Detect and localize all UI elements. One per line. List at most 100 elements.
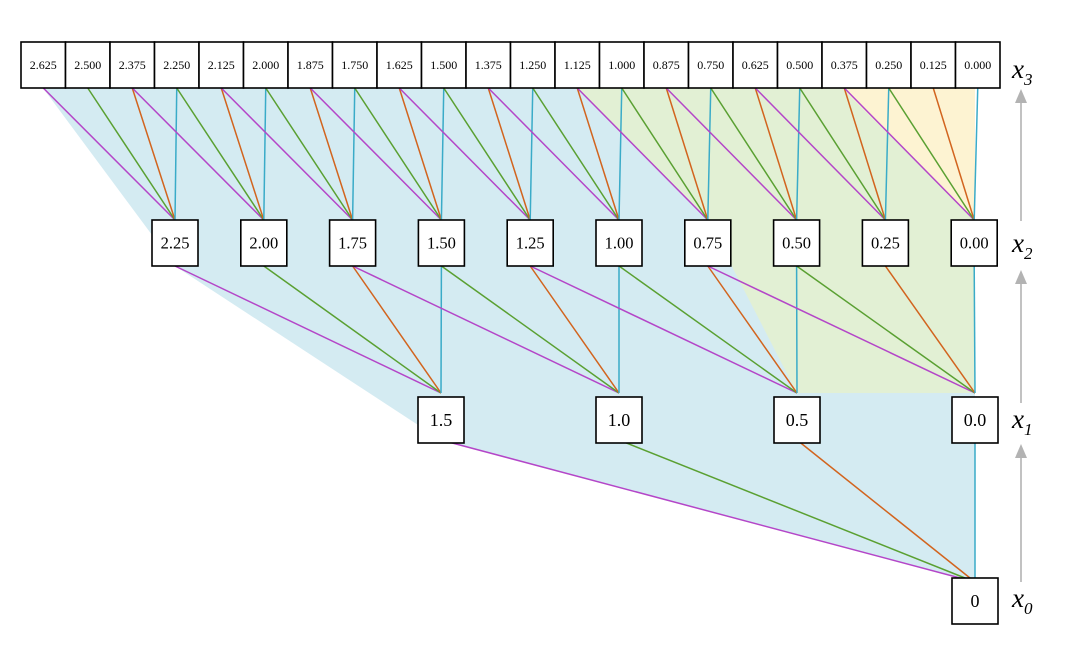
- edge-x3-to-x2: [973, 87, 979, 221]
- x3-value-box: 2.125: [198, 41, 245, 89]
- x3-value-box-value: 2.250: [163, 58, 190, 72]
- x3-value-box-frame: [732, 41, 779, 89]
- x3-value-box-frame: [776, 41, 823, 89]
- x3-value-box-value: 1.625: [386, 58, 413, 72]
- edge-x3-to-x2: [42, 87, 176, 221]
- x2-value-box-frame: [328, 219, 377, 267]
- edge-x3-to-x2: [351, 87, 356, 221]
- row-label-x0: x0: [1011, 583, 1033, 618]
- edge-x3-to-x2: [532, 87, 620, 221]
- edge-x3-to-x2: [487, 87, 620, 221]
- x3-value-box: 1.500: [420, 41, 467, 89]
- x1-value-box-value: 1.5: [430, 410, 453, 430]
- x2-value-box: 1.00: [595, 219, 643, 267]
- x3-value-box: 1.125: [554, 41, 601, 89]
- edge-x3-to-x2: [888, 87, 975, 221]
- edge-x3-to-x2: [220, 87, 265, 221]
- x2-value-box: 0.00: [950, 219, 999, 267]
- x2-value-box-value: 0.75: [693, 234, 722, 253]
- edge-x2-to-x1: [973, 265, 976, 394]
- shaded-regions: [43, 88, 975, 582]
- x2-value-box-frame: [151, 219, 199, 267]
- x3-value-box-value: 2.000: [252, 58, 279, 72]
- edge-x3-to-x2: [220, 87, 354, 221]
- edge-x3-to-x2: [754, 87, 798, 221]
- arrow-up-icon: [1015, 444, 1027, 458]
- x1-value-box-frame: [951, 396, 999, 444]
- edge-x3-to-x2: [795, 87, 801, 221]
- edge-x3-to-x2: [131, 87, 265, 221]
- x2-value-box-value: 0.50: [782, 234, 811, 253]
- edge-x3-to-x2: [618, 87, 623, 221]
- x2-value-box: 0.50: [772, 219, 821, 267]
- edge-x2-to-x1: [174, 265, 442, 394]
- edge-x2-to-x1: [707, 265, 798, 394]
- edge-x3-to-x2: [529, 87, 534, 221]
- x2-value-box-value: 1.75: [338, 234, 367, 253]
- x3-value-box: 0.625: [732, 41, 779, 89]
- x3-value-box-value: 1.250: [519, 58, 546, 72]
- x1-value-box: 0.0: [951, 396, 999, 444]
- edge-x3-to-x2: [799, 87, 887, 221]
- x2-value-box: 2.00: [240, 219, 288, 267]
- x3-value-box-value: 1.875: [297, 58, 324, 72]
- x2-value-box-value: 2.25: [161, 234, 190, 253]
- x3-value-box-frame: [153, 41, 200, 89]
- edge-x3-to-x2: [665, 87, 709, 221]
- x3-value-box-value: 2.625: [30, 58, 57, 72]
- x1-value-box: 1.5: [417, 396, 465, 444]
- edge-x2-to-x1: [440, 265, 620, 394]
- x3-value-box: 1.875: [287, 41, 334, 89]
- x3-value-box-value: 1.000: [608, 58, 635, 72]
- edge-x3-to-x2: [443, 87, 531, 221]
- x0-value-box-value: 0: [971, 591, 980, 611]
- x2-value-box-frame: [506, 219, 555, 267]
- row-label-x3: x3: [1011, 54, 1032, 89]
- x3-value-box-value: 0.500: [786, 58, 813, 72]
- row-label-x2: x2: [1011, 228, 1033, 263]
- edge-x2-to-x1: [884, 265, 976, 394]
- x3-value-box: 0.875: [643, 41, 690, 89]
- x3-value-box-frame: [509, 41, 556, 89]
- x3-value-box: 1.625: [376, 41, 423, 89]
- x2-value-box-frame: [683, 219, 732, 267]
- x3-value-box-frame: [465, 41, 512, 89]
- x3-value-box-value: 1.125: [564, 58, 591, 72]
- x3-value-box-value: 0.250: [875, 58, 902, 72]
- x2-value-box: 1.75: [328, 219, 377, 267]
- x3-value-box-value: 0.125: [920, 58, 947, 72]
- x1-value-box-value: 0.5: [786, 410, 809, 430]
- edge-x2-to-x1: [529, 265, 798, 394]
- x1-value-box-value: 1.0: [608, 410, 631, 430]
- x3-value-box-value: 2.125: [208, 58, 235, 72]
- x1-value-box-frame: [417, 396, 465, 444]
- x3-value-box-frame: [687, 41, 734, 89]
- edge-x3-to-x2: [576, 87, 709, 221]
- x3-value-box: 2.375: [109, 41, 156, 89]
- row-label-x1: x1: [1011, 404, 1032, 439]
- arrow-up-icon: [1015, 89, 1027, 103]
- x3-value-box-frame: [64, 41, 111, 89]
- row-labels: x3 x2 x1 x0: [1011, 54, 1033, 618]
- x2-value-box-frame: [240, 219, 288, 267]
- edge-x3-to-x2: [309, 87, 354, 221]
- edge-x2-to-x1: [707, 265, 976, 394]
- edge-lines: [42, 87, 979, 583]
- x3-value-box-value: 2.375: [119, 58, 146, 72]
- level-arrows: [1015, 89, 1027, 582]
- edge-x3-to-x2: [174, 87, 178, 221]
- x2-value-box-frame: [595, 219, 643, 267]
- x3-value-box-frame: [198, 41, 245, 89]
- x3-value-box: 2.250: [153, 41, 200, 89]
- x3-value-box: 2.500: [64, 41, 111, 89]
- x3-value-box: 2.625: [20, 41, 67, 89]
- x3-value-box: 0.750: [687, 41, 734, 89]
- edge-x3-to-x2: [263, 87, 267, 221]
- edge-x3-to-x2: [932, 87, 975, 221]
- x3-value-box-value: 1.500: [430, 58, 457, 72]
- x0-value-box: 0: [951, 577, 999, 625]
- edge-x3-to-x2: [87, 87, 176, 221]
- x3-value-box: 1.750: [331, 41, 378, 89]
- edge-x3-to-x2: [176, 87, 265, 221]
